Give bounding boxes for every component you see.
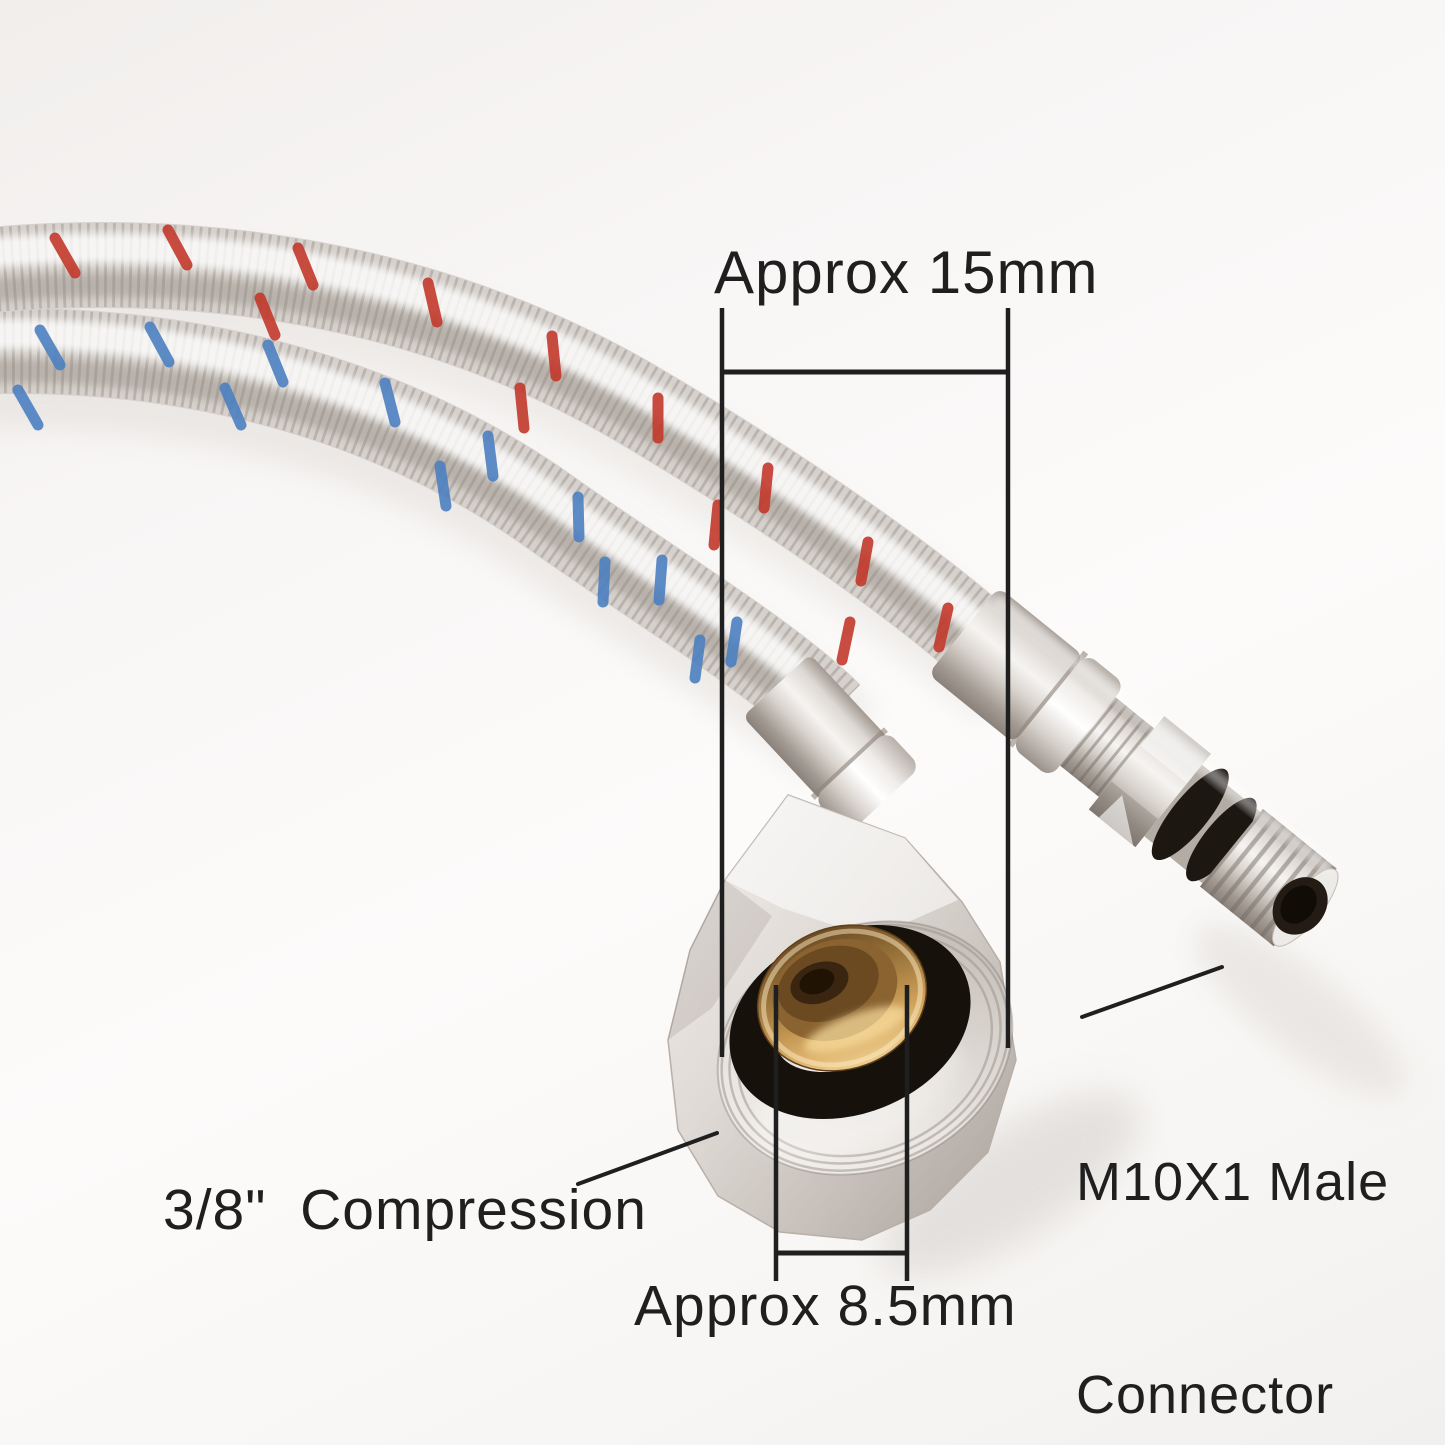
tracer-mark (254, 292, 281, 341)
connector-top-sheen (994, 595, 1332, 872)
dimension-label-15mm: Approx 15mm (714, 239, 1099, 306)
hot-tracer-marks (49, 224, 954, 666)
knurl-texture (1059, 697, 1155, 797)
brass-lip-highlight (761, 928, 923, 1068)
tracer-mark (482, 430, 499, 482)
nut-top-facet (725, 795, 958, 938)
tracer-mark (262, 339, 289, 388)
tracer-mark (12, 384, 44, 431)
tracer-mark (379, 377, 401, 428)
male-connector-label-line2: Connector (1076, 1365, 1335, 1425)
collar-ridge (818, 735, 916, 831)
tracer-mark (162, 224, 193, 271)
male-connector-leader-line (1080, 965, 1224, 1019)
dimension-label-8-5mm: Approx 8.5mm (634, 1274, 1017, 1338)
tracer-mark (689, 634, 706, 684)
tip-bore-deep (1280, 885, 1317, 924)
sleeve-ridge (1015, 658, 1121, 774)
tracer-mark (572, 491, 585, 543)
bore-hole-deep (799, 968, 835, 995)
hot-hose-shade (0, 273, 1013, 689)
hot-hose (0, 222, 1030, 692)
tracer-mark (434, 460, 452, 512)
hot-hose-highlight (0, 233, 1006, 654)
oring-2 (1186, 797, 1257, 882)
tracer-mark (758, 462, 774, 514)
tracer-mark (49, 232, 81, 279)
tracer-mark (653, 554, 668, 606)
connector-ground-shadow (1194, 923, 1406, 1097)
male-connector-label-line1: M10X1 Male (1076, 1152, 1390, 1212)
cold-hose-collar (746, 657, 916, 831)
tracer-mark (725, 616, 743, 668)
tracer-mark (597, 556, 611, 608)
orings (1151, 768, 1257, 882)
tracer-mark (933, 602, 954, 653)
male-connector-label: M10X1 Male Connector (1076, 1005, 1389, 1445)
cold-hose (0, 308, 861, 746)
tracer-mark (292, 242, 319, 291)
tracer-mark (34, 324, 66, 371)
tracer-mark (855, 536, 874, 587)
tracer-mark (836, 616, 856, 666)
tracer-mark (219, 382, 247, 431)
sleeve-ridge-line (1007, 650, 1089, 748)
male-connector (932, 591, 1339, 947)
compression-leader-line (576, 1131, 719, 1186)
tracer-mark (546, 330, 562, 382)
hex-facet-glint (1098, 795, 1134, 846)
brass-highlight (804, 1006, 907, 1053)
cold-hose-shade (0, 359, 843, 744)
tracer-mark (708, 499, 724, 551)
oring-1 (1151, 768, 1229, 861)
brass-cone (756, 924, 928, 1072)
tracer-mark (422, 277, 443, 328)
compression-nut (667, 794, 1017, 1241)
tracer-mark (144, 321, 175, 368)
dimension-annotations (576, 308, 1224, 1281)
nut-ground-shadow (879, 1092, 1141, 1278)
collar-ridge-line (810, 727, 888, 800)
compression-fitting-label: 3/8" Compression (163, 1178, 647, 1242)
tracer-mark (514, 382, 530, 434)
cold-tracer-marks (12, 321, 743, 684)
